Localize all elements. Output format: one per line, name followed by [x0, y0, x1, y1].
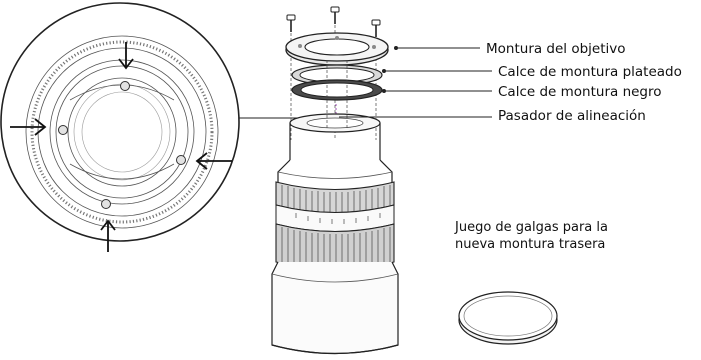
arrow-down-icon — [118, 42, 134, 70]
mount-detail-view — [0, 2, 240, 252]
arrow-right-icon — [10, 118, 47, 136]
screw-hole-icon — [101, 199, 111, 209]
label-black-shim: Calce de montura negro — [498, 84, 662, 100]
label-lens-mount: Montura del objetivo — [486, 41, 626, 57]
lens-body — [271, 60, 399, 355]
black-shim — [291, 79, 383, 101]
arrow-up-icon — [100, 219, 116, 252]
lens-mount-ring — [285, 32, 389, 66]
screw-hole-icon — [120, 81, 130, 91]
screw-hole-icon — [176, 155, 186, 165]
shim-kit-note-line1: Juego de galgas para la — [454, 220, 608, 235]
leader-lines — [339, 46, 492, 118]
screw-hole-icon — [58, 125, 68, 135]
label-silver-shim: Calce de montura plateado — [498, 64, 682, 80]
label-alignment-pin: Pasador de alineación — [498, 108, 646, 124]
shim-kit-note-line2: nueva montura trasera — [455, 237, 605, 252]
arrow-left-icon — [195, 152, 232, 170]
shim-kit-discs — [458, 291, 558, 345]
